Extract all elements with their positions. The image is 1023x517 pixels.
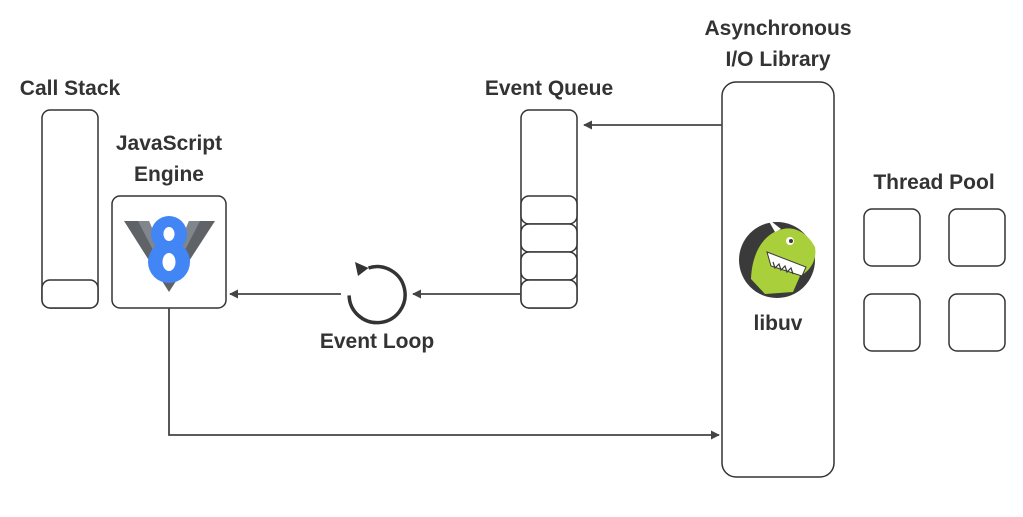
thread xyxy=(948,208,1006,267)
event-queue-item xyxy=(520,195,578,225)
event-queue-label: Event Queue xyxy=(484,77,614,100)
async-io-library-label-line2: I/O Library xyxy=(725,48,831,71)
event-queue xyxy=(520,109,578,309)
thread xyxy=(948,293,1006,352)
event-queue-item xyxy=(520,279,578,309)
thread-pool xyxy=(863,208,1006,352)
call-stack-label: Call Stack xyxy=(19,77,121,100)
event-loop-icon xyxy=(347,262,407,325)
event-queue-item xyxy=(520,251,578,281)
javascript-engine-label-line2: Engine xyxy=(133,163,204,186)
thread xyxy=(863,293,921,352)
call-stack-frame xyxy=(41,279,99,309)
async-io-library-label-line1: Asynchronous xyxy=(704,17,852,40)
libuv-dinosaur-icon xyxy=(739,218,816,298)
javascript-engine-box xyxy=(111,195,227,309)
event-loop-label: Event Loop xyxy=(319,330,435,353)
javascript-engine-label-line1: JavaScript xyxy=(115,132,223,155)
call-stack xyxy=(41,109,99,309)
arrow-js-engine-to-libuv xyxy=(168,308,720,440)
thread xyxy=(863,208,921,267)
javascript-engine-label: JavaScript Engine xyxy=(99,128,239,190)
async-io-library-label: Asynchronous I/O Library xyxy=(683,13,873,75)
libuv-label: libuv xyxy=(753,312,803,335)
event-queue-item xyxy=(520,223,578,253)
async-io-library-box xyxy=(721,81,835,478)
v8-logo-icon xyxy=(124,216,215,292)
thread-pool-label: Thread Pool xyxy=(873,171,995,194)
